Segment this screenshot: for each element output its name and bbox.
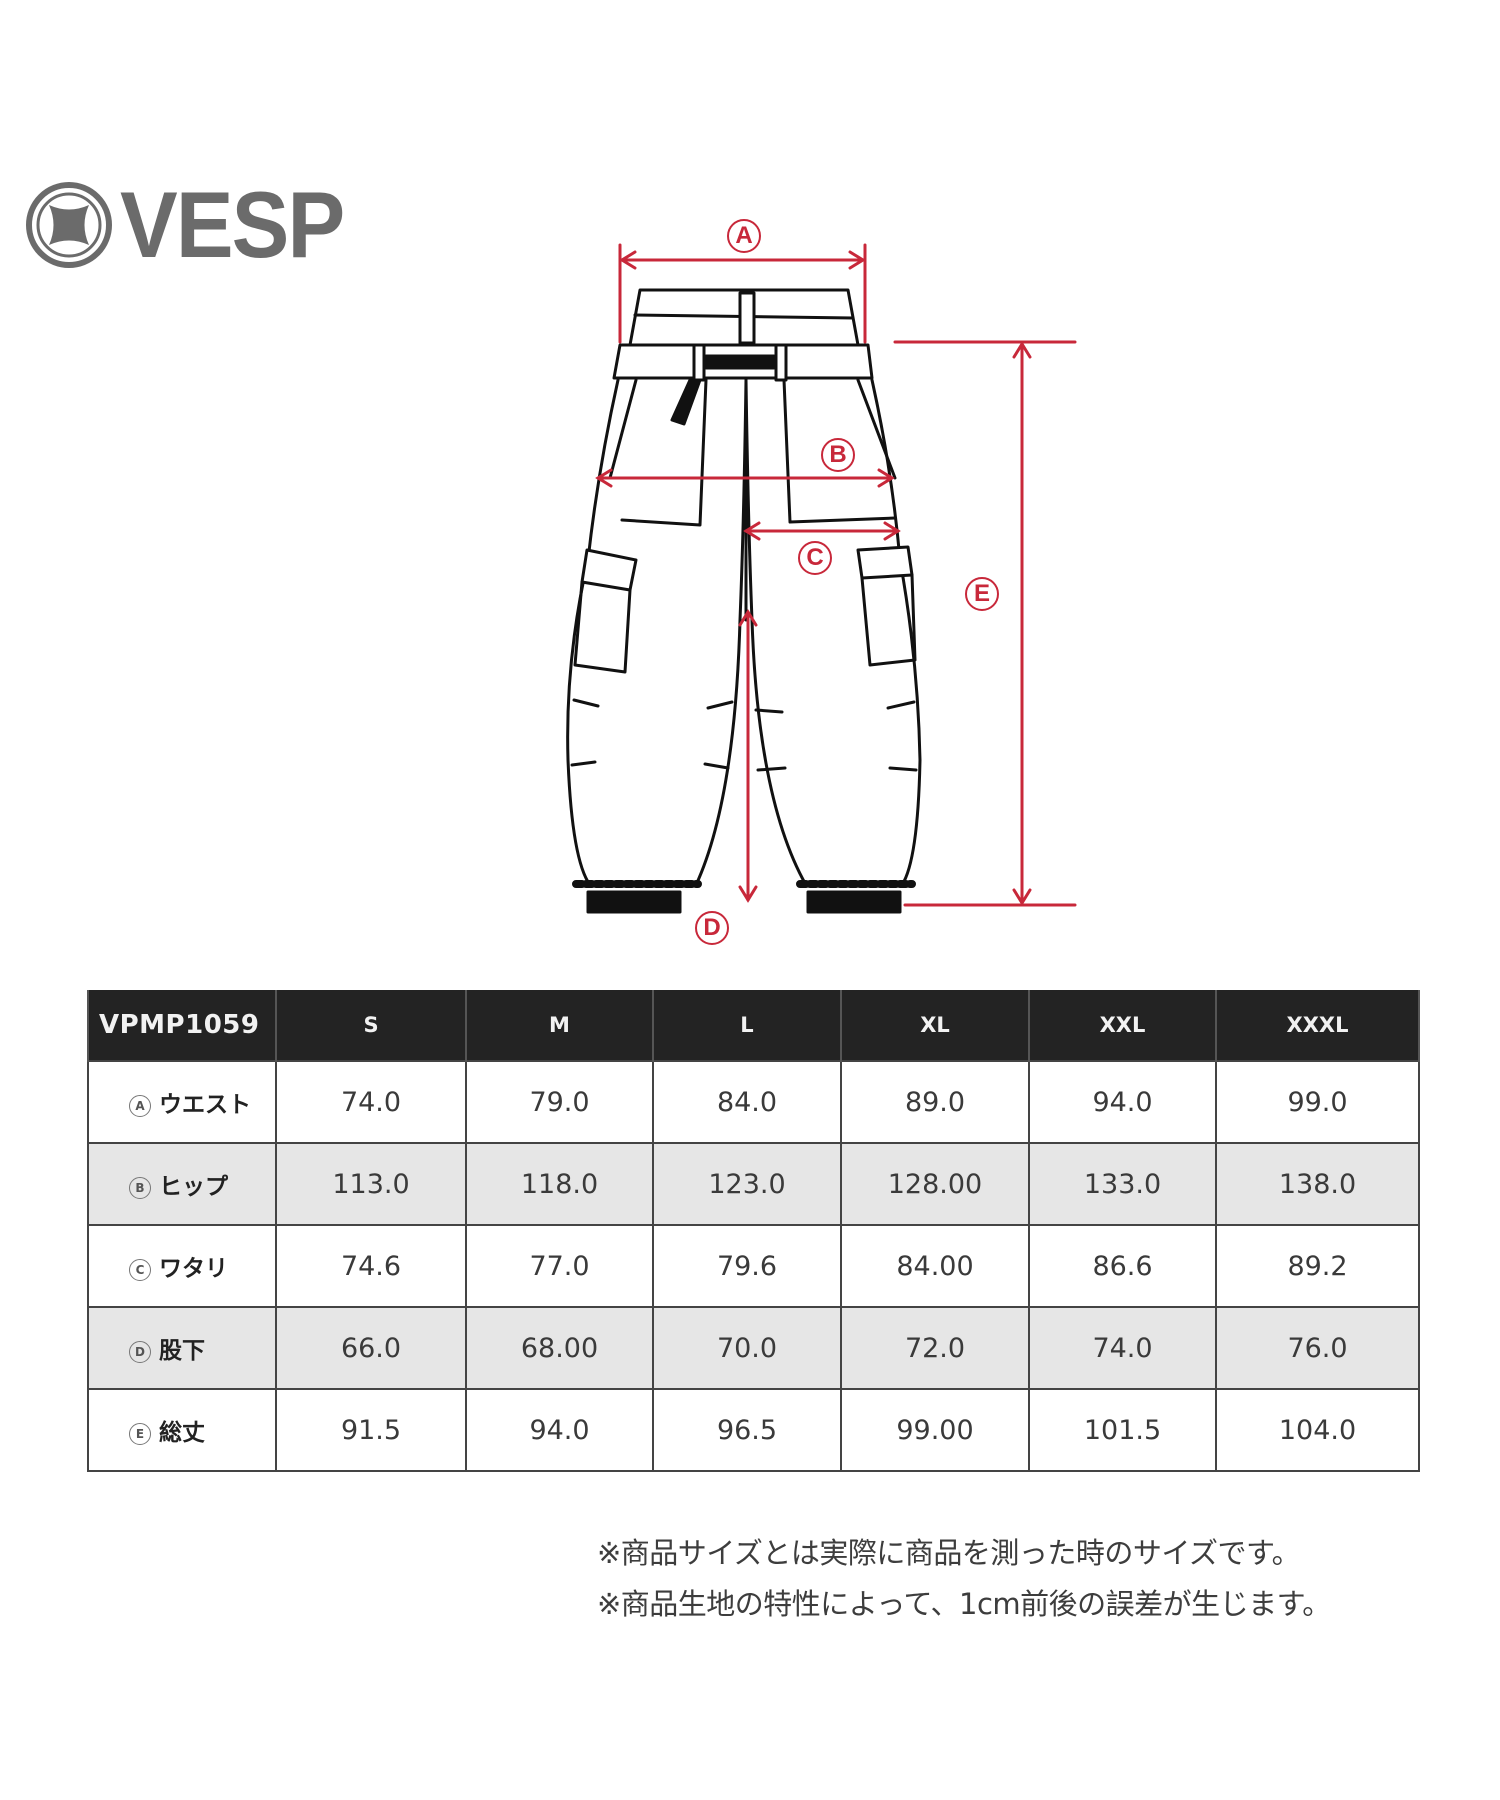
table-cell: 123.0 (652, 1142, 842, 1226)
marker-c-thigh: C (798, 541, 832, 575)
marker-e-total-length: E (965, 577, 999, 611)
row-label-text: ワタリ (159, 1256, 228, 1282)
table-row-thigh: C ワタリ 74.6 77.0 79.6 84.00 86.6 89.2 (87, 1224, 1420, 1308)
size-header-xxl: XXL (1028, 990, 1217, 1061)
table-cell: 77.0 (465, 1224, 654, 1308)
row-label: B ヒップ (87, 1142, 277, 1226)
size-chart-table: VPMP1059 S M L XL XXL XXXL A ウエスト 74.0 79… (87, 990, 1420, 1472)
table-cell: 72.0 (840, 1306, 1030, 1390)
marker-d-inseam: D (695, 911, 729, 945)
table-cell: 86.6 (1028, 1224, 1217, 1308)
vesp-circle-logo-icon (26, 182, 112, 268)
note-tolerance: ※商品生地の特性によって、1cm前後の誤差が生じます。 (597, 1587, 1331, 1621)
circled-e-icon: E (129, 1422, 151, 1445)
size-header-s: S (275, 990, 467, 1061)
table-row-inseam: D 股下 66.0 68.00 70.0 72.0 74.0 76.0 (87, 1306, 1420, 1390)
table-header-row: VPMP1059 S M L XL XXL XXXL (87, 990, 1420, 1061)
table-cell: 79.0 (465, 1060, 654, 1144)
table-cell: 94.0 (465, 1388, 654, 1472)
table-cell: 79.6 (652, 1224, 842, 1308)
circled-d-icon: D (129, 1340, 151, 1363)
table-cell: 113.0 (275, 1142, 467, 1226)
row-label-text: ヒップ (159, 1174, 228, 1200)
size-header-m: M (465, 990, 654, 1061)
size-header-xl: XL (840, 990, 1030, 1061)
table-cell: 89.0 (840, 1060, 1030, 1144)
table-row-hip: B ヒップ 113.0 118.0 123.0 128.00 133.0 138.… (87, 1142, 1420, 1226)
table-cell: 84.0 (652, 1060, 842, 1144)
row-label-text: 総丈 (159, 1420, 205, 1446)
table-cell: 104.0 (1215, 1388, 1420, 1472)
table-cell: 94.0 (1028, 1060, 1217, 1144)
size-header-l: L (652, 990, 842, 1061)
brand-logo: VESP (26, 172, 363, 277)
circled-b-icon: B (129, 1176, 151, 1199)
marker-a-waist: A (727, 219, 761, 253)
table-cell: 96.5 (652, 1388, 842, 1472)
table-cell: 74.0 (1028, 1306, 1217, 1390)
table-cell: 99.00 (840, 1388, 1030, 1472)
row-label: D 股下 (87, 1306, 277, 1390)
table-cell: 66.0 (275, 1306, 467, 1390)
circled-c-icon: C (129, 1258, 151, 1281)
table-cell: 128.00 (840, 1142, 1030, 1226)
row-label-text: 股下 (159, 1338, 205, 1364)
table-cell: 89.2 (1215, 1224, 1420, 1308)
table-cell: 84.00 (840, 1224, 1030, 1308)
marker-b-hip: B (821, 438, 855, 472)
table-cell: 76.0 (1215, 1306, 1420, 1390)
table-cell: 99.0 (1215, 1060, 1420, 1144)
circled-a-icon: A (129, 1094, 151, 1117)
row-label-text: ウエスト (159, 1092, 251, 1118)
row-label: C ワタリ (87, 1224, 277, 1308)
pants-measurement-diagram: A B C D E (566, 219, 1077, 945)
size-notes: ※商品サイズとは実際に商品を測った時のサイズです。 ※商品生地の特性によって、1… (597, 1528, 1331, 1630)
table-cell: 70.0 (652, 1306, 842, 1390)
size-header-xxxl: XXXL (1215, 990, 1420, 1061)
table-row-waist: A ウエスト 74.0 79.0 84.0 89.0 94.0 99.0 (87, 1060, 1420, 1144)
table-cell: 74.0 (275, 1060, 467, 1144)
table-cell: 118.0 (465, 1142, 654, 1226)
table-cell: 91.5 (275, 1388, 467, 1472)
table-row-total-length: E 総丈 91.5 94.0 96.5 99.00 101.5 104.0 (87, 1388, 1420, 1472)
brand-name: VESP (120, 172, 345, 277)
pants-sketch (566, 243, 1077, 914)
table-cell: 68.00 (465, 1306, 654, 1390)
table-cell: 74.6 (275, 1224, 467, 1308)
row-label: A ウエスト (87, 1060, 277, 1144)
row-label: E 総丈 (87, 1388, 277, 1472)
table-cell: 138.0 (1215, 1142, 1420, 1226)
model-number: VPMP1059 (87, 990, 277, 1061)
table-cell: 133.0 (1028, 1142, 1217, 1226)
table-cell: 101.5 (1028, 1388, 1217, 1472)
note-measurement: ※商品サイズとは実際に商品を測った時のサイズです。 (597, 1536, 1301, 1570)
